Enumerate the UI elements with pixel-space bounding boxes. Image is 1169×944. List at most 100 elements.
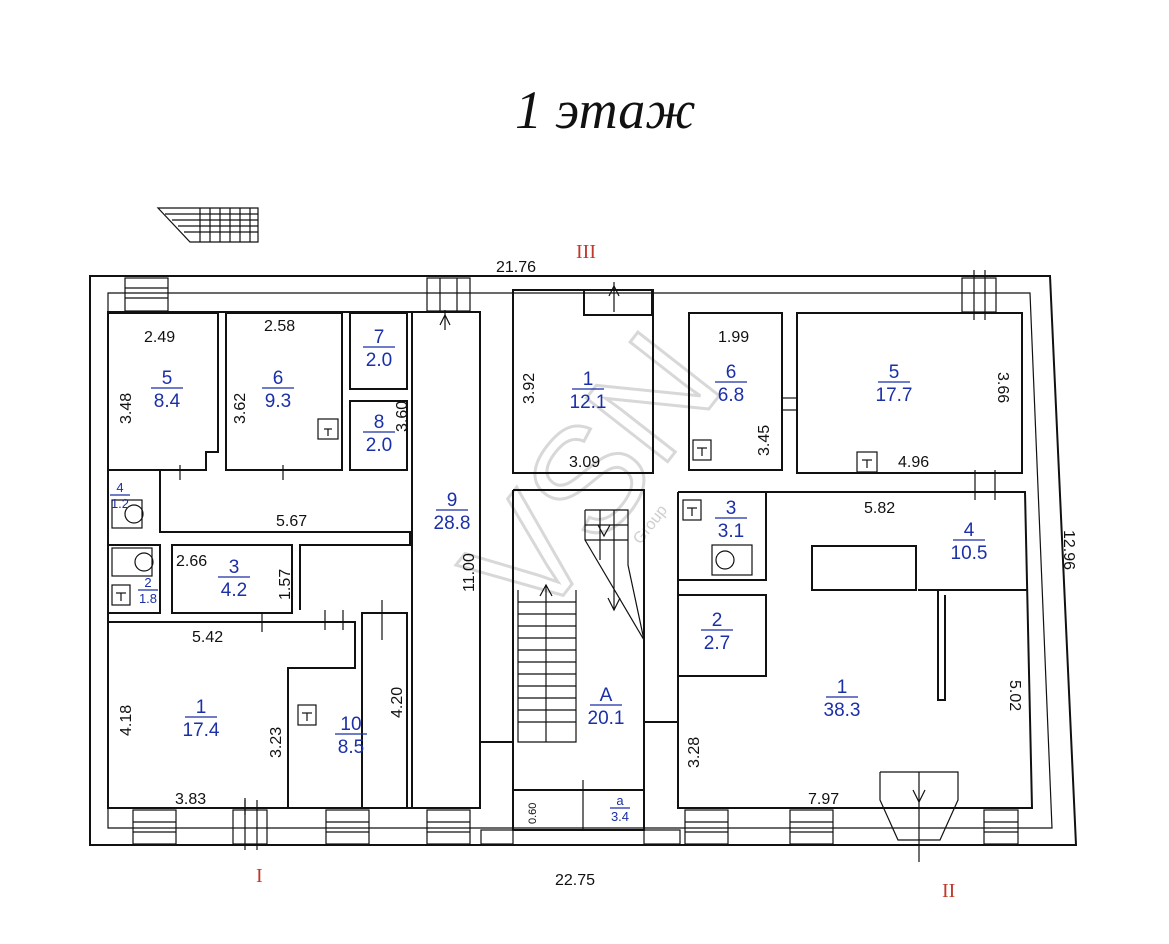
- section-mark-iii: III: [576, 241, 596, 263]
- dim-room6r-height: 3.45: [756, 425, 773, 456]
- room-number: 3: [726, 498, 737, 519]
- room-number: 1: [583, 369, 594, 390]
- room-area: 12.1: [570, 392, 607, 413]
- dim-top-total: 21.76: [496, 259, 536, 276]
- room-label: 66.8: [715, 362, 747, 406]
- room-area: 1.2: [111, 496, 129, 511]
- dim-room1r-inner: 3.28: [686, 737, 703, 768]
- room-label: 33.1: [715, 498, 747, 542]
- room-label: 22.7: [701, 610, 733, 654]
- section-mark-ii: II: [942, 880, 955, 902]
- room-area: 28.8: [434, 513, 471, 534]
- room-label: 108.5: [335, 714, 367, 758]
- room-label: 69.3: [262, 368, 294, 412]
- room-area: 8.4: [154, 391, 181, 412]
- room-number: 7: [374, 327, 385, 348]
- room-number: 6: [273, 368, 284, 389]
- dim-room5-width: 2.49: [144, 329, 175, 346]
- room-number: 2: [144, 575, 151, 590]
- dim-room9-height: 3.60: [394, 401, 411, 432]
- staircase-icon: [517, 509, 645, 743]
- room-number: 4: [116, 480, 123, 495]
- room-area: 1.8: [139, 591, 157, 606]
- room-area: 3.4: [611, 809, 629, 824]
- dim-room5r-width: 4.96: [898, 454, 929, 471]
- room-area: 4.2: [221, 580, 247, 601]
- dim-room1-width: 3.83: [175, 791, 206, 808]
- dim-room1-inner: 3.23: [268, 727, 285, 758]
- dim-mid-room1-height: 3.92: [521, 373, 538, 404]
- room-label: 58.4: [151, 368, 183, 412]
- room-label: 112.1: [570, 369, 607, 413]
- dim-room5-height: 3.48: [118, 393, 135, 424]
- dim-right-total: 12.96: [1060, 530, 1077, 570]
- right-block-walls: [677, 312, 1034, 809]
- left-block-walls: [107, 311, 481, 809]
- sink-icon: [111, 418, 878, 726]
- room-label: 517.7: [876, 362, 913, 406]
- room-label: 138.3: [824, 677, 861, 721]
- room-number: 6: [726, 362, 737, 383]
- windows-right: [684, 270, 1019, 862]
- room-label: 410.5: [951, 520, 988, 564]
- dim-mid-room1-width: 3.09: [569, 454, 600, 471]
- dim-vestibule: 0.60: [527, 803, 539, 824]
- room-label: а3.4: [610, 793, 630, 824]
- watermark-logo: VSN: [430, 302, 752, 648]
- dim-room10-height: 4.20: [389, 687, 406, 718]
- room-area: 2.0: [366, 435, 392, 456]
- dim-room6-height: 3.62: [232, 393, 249, 424]
- room-label: 21.8: [138, 575, 158, 606]
- exterior-stair-icon: [156, 207, 259, 243]
- room-number: А: [600, 685, 613, 706]
- dim-room3-height: 1.57: [277, 569, 294, 600]
- room-label: 117.4: [183, 697, 220, 741]
- room-label: 34.2: [218, 557, 250, 601]
- windows-middle: [480, 282, 681, 845]
- section-mark-i: I: [256, 865, 263, 887]
- dim-room5r-height: 3.66: [994, 372, 1011, 403]
- door-marks: [179, 310, 996, 830]
- dim-corridor-width: 5.67: [276, 513, 307, 530]
- dim-bottom-total: 22.75: [555, 872, 595, 889]
- room-area: 2.0: [366, 350, 392, 371]
- room-number: 5: [162, 368, 173, 389]
- dim-room1r-height: 5.02: [1006, 680, 1023, 711]
- room-number: а: [616, 793, 624, 808]
- room-number: 9: [447, 490, 458, 511]
- dim-room1-top: 5.42: [192, 629, 223, 646]
- room-area: 9.3: [265, 391, 291, 412]
- room-number: 5: [889, 362, 900, 383]
- room-number: 10: [340, 714, 361, 735]
- room-number: 4: [964, 520, 975, 541]
- windows-left: [124, 277, 471, 850]
- dim-room6-width: 2.58: [264, 318, 295, 335]
- room-area: 38.3: [824, 700, 861, 721]
- room-number: 1: [837, 677, 848, 698]
- room-area: 3.1: [718, 521, 744, 542]
- watermark: VSN Group: [428, 301, 753, 650]
- dim-mid-height: 11.00: [461, 553, 478, 592]
- room-area: 6.8: [718, 385, 744, 406]
- dim-room1r-width: 7.97: [808, 791, 839, 808]
- room-area: 17.4: [183, 720, 220, 741]
- room-label: 82.0: [363, 412, 395, 456]
- room-label: 72.0: [363, 327, 395, 371]
- room-label: А20.1: [588, 685, 625, 729]
- dim-room3-width: 2.66: [176, 553, 207, 570]
- dim-room6r-width: 1.99: [718, 329, 749, 346]
- room-area: 8.5: [338, 737, 364, 758]
- toilet-icon: [111, 499, 753, 577]
- room-area: 10.5: [951, 543, 988, 564]
- room-number: 2: [712, 610, 723, 631]
- room-area: 2.7: [704, 633, 730, 654]
- room-area: 17.7: [876, 385, 913, 406]
- floor-title: 1 этаж: [515, 80, 695, 140]
- room-number: 1: [196, 697, 207, 718]
- room-number: 3: [229, 557, 240, 578]
- dim-room1-height: 4.18: [118, 705, 135, 736]
- room-area: 20.1: [588, 708, 625, 729]
- room-label: 928.8: [434, 490, 471, 534]
